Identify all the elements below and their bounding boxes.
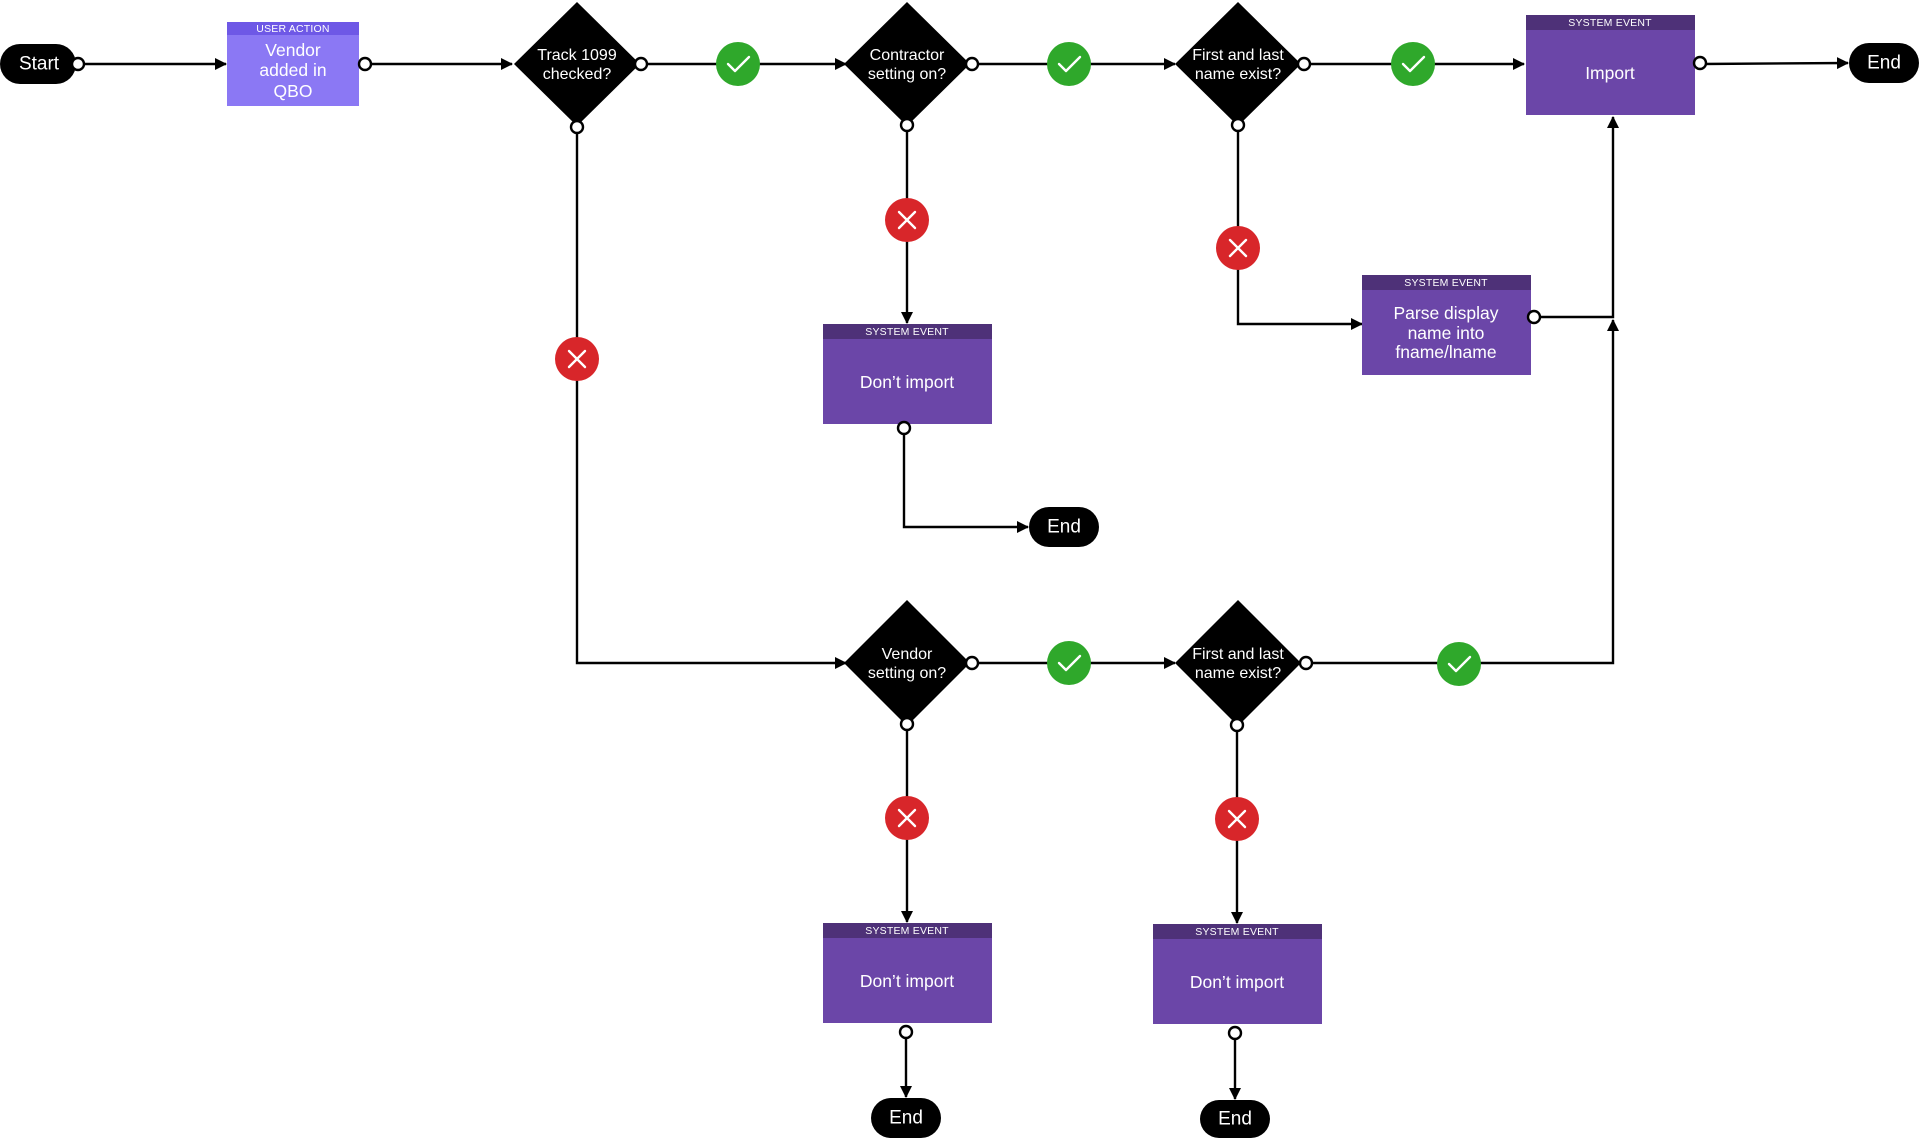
decision-name-exist-bottom: First and last name exist? [1175,600,1301,726]
port-start-out [70,56,86,72]
port-dont-import-name-out [1227,1025,1243,1041]
check-icon [1437,642,1481,686]
box-line1: Don’t import [1190,972,1284,992]
terminal-label: End [1867,53,1901,74]
decision-label-line2: name exist? [1195,665,1281,682]
box-vendor-added: USER ACTION Vendor added in QBO [227,22,359,106]
port-track1099-bottom [569,119,585,135]
decision-label-line2: checked? [543,66,612,83]
decision-label-line2: setting on? [868,665,946,682]
port-name-bottom-bottom [1229,717,1245,733]
box-dont-import-name: SYSTEM EVENT Don’t import [1153,924,1322,1024]
x-icon [1216,226,1260,270]
terminal-label: End [1218,1109,1252,1130]
terminal-end-name-no: End [1200,1100,1270,1138]
box-header: SYSTEM EVENT [865,925,949,937]
decision-name-exist-top: First and last name exist? [1175,2,1301,126]
terminal-end-vendor-no: End [871,1098,941,1138]
edge-parse-to-import [1534,116,1619,319]
terminal-label: Start [19,54,60,75]
box-line3: QBO [274,81,313,101]
decision-label-line2: setting on? [868,66,946,83]
port-name-bottom-right [1298,655,1314,671]
box-line1: Don’t import [860,372,954,392]
box-header: SYSTEM EVENT [1404,277,1488,289]
x-icon [1215,797,1259,841]
port-import-out [1692,55,1708,71]
connector-ports [70,55,1708,1041]
x-icon [555,337,599,381]
decision-label-line1: Contractor [870,47,945,64]
port-contractor-right [964,56,980,72]
terminal-end-contractor-no: End [1029,507,1099,547]
check-icon [1047,641,1091,685]
port-parse-out [1526,309,1542,325]
box-header: SYSTEM EVENT [1195,926,1279,938]
port-track1099-right [633,56,649,72]
terminal-label: End [889,1108,923,1129]
terminal-start: Start [0,44,76,84]
port-dont-import-contractor-out [896,420,912,436]
port-vendor-added-out [357,56,373,72]
terminal-end-main: End [1849,43,1919,83]
port-contractor-bottom [899,117,915,133]
port-dont-import-vendor-out [898,1024,914,1040]
box-line2: added in [259,60,326,80]
edge-name-bottom-yes [1306,319,1619,665]
box-header: SYSTEM EVENT [1568,17,1652,29]
edge-import-to-end [1700,57,1849,70]
decision-label-line1: Track 1099 [537,47,617,64]
decision-label-line1: Vendor [882,646,933,663]
decision-vendor-setting: Vendor setting on? [844,600,970,726]
terminal-label: End [1047,517,1081,538]
decision-track-1099: Track 1099 checked? [514,2,640,126]
box-dont-import-vendor: SYSTEM EVENT Don’t import [823,923,992,1023]
x-icon [885,198,929,242]
x-icon [885,796,929,840]
port-vendor-right [964,655,980,671]
decision-label-line2: name exist? [1195,66,1281,83]
box-parse-display-name: SYSTEM EVENT Parse display name into fna… [1362,275,1531,375]
check-icon [716,42,760,86]
port-name-top-bottom [1230,117,1246,133]
port-vendor-bottom [899,716,915,732]
box-line2: name into [1408,323,1485,343]
decision-contractor-setting: Contractor setting on? [844,2,970,126]
edge-name-top-no [1236,125,1363,330]
box-header: USER ACTION [256,23,329,35]
box-line1: Vendor [265,40,321,60]
check-icon [1391,42,1435,86]
port-name-top-right [1296,56,1312,72]
no-markers [555,198,1260,841]
box-line3: fname/lname [1395,342,1496,362]
yes-markers [716,42,1481,686]
box-dont-import-contractor: SYSTEM EVENT Don’t import [823,324,992,424]
check-icon [1047,42,1091,86]
box-header: SYSTEM EVENT [865,326,949,338]
decision-label-line1: First and last [1192,646,1284,663]
box-import: SYSTEM EVENT Import [1526,15,1695,115]
box-line1: Parse display [1393,303,1498,323]
edge-dont-import-contractor-to-end [902,428,1029,533]
edge-track1099-no [575,127,847,669]
decision-label-line1: First and last [1192,47,1284,64]
box-line1: Don’t import [860,971,954,991]
box-line1: Import [1585,63,1635,83]
